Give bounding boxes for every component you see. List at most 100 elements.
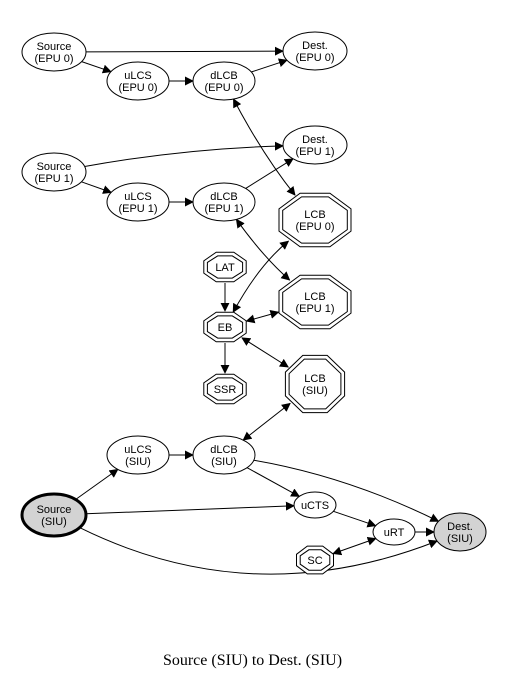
edge-eb-to-lcb-epu1 bbox=[245, 309, 280, 324]
node-lcb-siu: LCB(SIU) bbox=[284, 354, 346, 414]
node-shape-inner bbox=[206, 377, 244, 401]
edge-ucts-to-urt bbox=[333, 510, 377, 528]
node-label-line: SC bbox=[307, 555, 322, 567]
node-ssr: SSR bbox=[203, 373, 247, 405]
node-label-line: (EPU 1) bbox=[118, 203, 157, 215]
node-shape bbox=[21, 152, 87, 192]
node-ulcs-epu1: uLCS(EPU 1) bbox=[106, 182, 170, 222]
node-label-line: LCB bbox=[304, 209, 325, 221]
node-shape bbox=[433, 512, 487, 552]
node-shape-outer bbox=[278, 274, 352, 330]
node-label-line: dLCB bbox=[210, 444, 238, 456]
node-label-line: (EPU 0) bbox=[204, 82, 243, 94]
node-label-line: LCB bbox=[304, 373, 325, 385]
node-shape bbox=[106, 435, 170, 475]
node-label-line: Source bbox=[37, 161, 72, 173]
node-label-line: Dest. bbox=[302, 134, 328, 146]
edge-dlcb-epu0-to-lcb-epu0 bbox=[233, 98, 296, 196]
edge-src-siu-to-dest-siu bbox=[79, 527, 438, 575]
node-ucts: uCTS bbox=[293, 491, 337, 519]
node-label-line: Source bbox=[37, 41, 72, 53]
edge-src-siu-to-ucts bbox=[85, 501, 295, 515]
edge-dlcb-epu1-to-dest-epu1 bbox=[245, 158, 294, 189]
node-label-line: (SIU) bbox=[447, 533, 473, 545]
nodes-layer: Source(EPU 0)Dest.(EPU 0)uLCS(EPU 0)dLCB… bbox=[20, 31, 487, 575]
node-ulcs-siu: uLCS(SIU) bbox=[106, 435, 170, 475]
node-shape-inner bbox=[282, 278, 348, 326]
edge-src-epu0-to-ulcs-epu0 bbox=[81, 61, 112, 74]
node-label-line: LAT bbox=[215, 262, 235, 274]
node-lcb-epu1: LCB(EPU 1) bbox=[278, 274, 352, 330]
node-src-epu0: Source(EPU 0) bbox=[21, 32, 87, 72]
edge-dlcb-siu-to-dest-siu bbox=[253, 459, 440, 522]
node-shape-inner bbox=[288, 358, 342, 410]
node-label-line: (SIU) bbox=[302, 385, 328, 397]
node-eb: EB bbox=[203, 311, 247, 343]
node-label-line: uRT bbox=[384, 527, 405, 539]
node-src-epu1: Source(EPU 1) bbox=[21, 152, 87, 192]
node-label-line: Source bbox=[37, 504, 72, 516]
node-dlcb-siu: dLCB(SIU) bbox=[192, 435, 256, 475]
node-label-line: (EPU 0) bbox=[295, 221, 334, 233]
node-label-line: uCTS bbox=[301, 500, 329, 512]
node-shape bbox=[192, 435, 256, 475]
diagram-caption: Source (SIU) to Dest. (SIU) bbox=[162, 652, 343, 669]
edges-layer bbox=[75, 46, 440, 575]
node-ulcs-epu0: uLCS(EPU 0) bbox=[106, 61, 170, 101]
node-shape-inner bbox=[299, 549, 331, 571]
node-label-line: uLCS bbox=[124, 191, 152, 203]
node-shape bbox=[293, 491, 337, 519]
edge-src-siu-to-ulcs-siu bbox=[75, 468, 119, 500]
node-shape-outer bbox=[284, 354, 346, 414]
node-label-line: (EPU 1) bbox=[295, 303, 334, 315]
node-label-line: EB bbox=[218, 322, 233, 334]
node-label-line: (SIU) bbox=[41, 516, 67, 528]
node-label-line: (EPU 1) bbox=[34, 173, 73, 185]
edge-dlcb-siu-to-lcb-siu bbox=[242, 402, 291, 441]
node-label-line: (SIU) bbox=[125, 456, 151, 468]
node-shape-outer bbox=[296, 545, 334, 575]
node-lcb-epu0: LCB(EPU 0) bbox=[278, 192, 352, 248]
edge-dlcb-epu0-to-dest-epu0 bbox=[251, 58, 288, 73]
edge-eb-to-lcb-epu0 bbox=[232, 240, 290, 313]
node-lat: LAT bbox=[203, 251, 247, 283]
node-label-line: dLCB bbox=[210, 70, 238, 82]
node-shape bbox=[192, 182, 256, 222]
node-label-line: LCB bbox=[304, 291, 325, 303]
node-shape bbox=[106, 182, 170, 222]
node-label-line: (EPU 0) bbox=[34, 53, 73, 65]
node-shape bbox=[282, 31, 348, 71]
node-urt: uRT bbox=[372, 518, 416, 546]
node-shape bbox=[106, 61, 170, 101]
node-label-line: (EPU 0) bbox=[118, 82, 157, 94]
node-label-line: uLCS bbox=[124, 444, 152, 456]
node-shape bbox=[372, 518, 416, 546]
node-shape bbox=[192, 61, 256, 101]
node-label-line: SSR bbox=[214, 384, 237, 396]
node-shape bbox=[282, 125, 348, 165]
edge-src-epu0-to-dest-epu0 bbox=[85, 46, 284, 56]
node-shape-outer bbox=[278, 192, 352, 248]
node-dest-epu0: Dest.(EPU 0) bbox=[282, 31, 348, 71]
node-src-siu: Source(SIU) bbox=[20, 492, 88, 538]
node-sc: SC bbox=[296, 545, 334, 575]
edge-dlcb-siu-to-ucts bbox=[246, 467, 301, 497]
node-label-line: (EPU 0) bbox=[295, 52, 334, 64]
edge-src-epu1-to-ulcs-epu1 bbox=[81, 181, 113, 194]
node-label-line: Dest. bbox=[302, 40, 328, 52]
node-label-line: uLCS bbox=[124, 70, 152, 82]
node-label-line: (EPU 1) bbox=[204, 203, 243, 215]
node-label-line: (EPU 1) bbox=[295, 146, 334, 158]
node-dlcb-epu0: dLCB(EPU 0) bbox=[192, 61, 256, 101]
edge-src-epu1-to-dest-epu1 bbox=[84, 141, 284, 167]
node-shape-outer bbox=[203, 373, 247, 405]
node-shape-outer bbox=[203, 251, 247, 283]
node-shape-inner bbox=[282, 196, 348, 244]
edge-eb-to-lcb-siu bbox=[241, 337, 289, 368]
node-shape-outer bbox=[203, 311, 247, 343]
node-label-line: Dest. bbox=[447, 521, 473, 533]
node-dest-epu1: Dest.(EPU 1) bbox=[282, 125, 348, 165]
node-shape-inner bbox=[206, 255, 244, 279]
node-shape bbox=[21, 32, 87, 72]
